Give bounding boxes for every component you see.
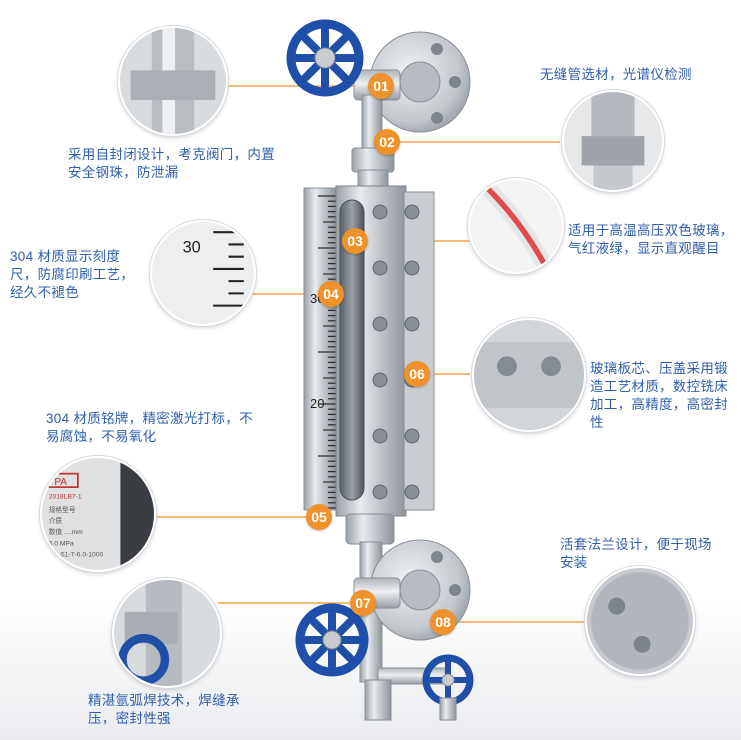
bolt-icon	[404, 204, 420, 220]
caption-02: 无缝管选材，光谱仪检测	[540, 67, 692, 82]
detail-bicolor-glass	[468, 178, 564, 274]
detail-glass-cover	[472, 318, 586, 432]
bolt-icon	[431, 551, 443, 563]
nameplate-row: 数值 ....mm	[49, 527, 83, 536]
bolt-icon	[372, 204, 388, 220]
cover-bolts	[372, 204, 420, 500]
badge-03: 03	[342, 228, 368, 254]
bolt-icon	[404, 428, 420, 444]
scale-mark-low: 20	[310, 396, 324, 411]
detail-loose-flange	[585, 566, 695, 676]
scale-ticks	[318, 195, 336, 509]
thumb-scale-mark: 30	[183, 239, 201, 257]
detail-ball-valve	[118, 26, 228, 136]
bolt-icon	[449, 584, 461, 596]
nameplate-row: 介质	[49, 516, 63, 525]
bolt-icon	[372, 316, 388, 332]
caption-08: 活套法兰设计，便于现场安装	[560, 537, 712, 570]
valve-handwheel-icon	[422, 654, 474, 721]
valve-handwheel-icon	[286, 19, 364, 97]
bolt-icon	[431, 112, 443, 124]
badge-05: 05	[306, 504, 332, 530]
badge-01: 01	[368, 73, 394, 99]
bottom-flange	[369, 539, 471, 641]
bottom-nut	[345, 513, 395, 545]
caption-04: 304 材质显示刻度尺，防腐印刷工艺，经久不褪色	[10, 249, 135, 300]
caption-01: 采用自封闭设计，考克阀门，内置安全钢珠，防泄漏	[68, 147, 275, 180]
nameplate-brand: PA	[54, 477, 67, 488]
bolt-icon	[404, 260, 420, 276]
detail-seamless-pipe	[562, 90, 664, 192]
bolt-icon	[372, 260, 388, 276]
bolt-icon	[372, 484, 388, 500]
detail-argon-weld	[112, 578, 222, 688]
nameplate-row: 6.0 MPa	[49, 540, 74, 547]
glass-window	[339, 199, 365, 501]
bolt-icon	[404, 484, 420, 500]
bolt-icon	[404, 316, 420, 332]
bolt-icon	[449, 76, 461, 88]
caption-06: 玻璃板芯、压盖采用锻造工艺材质，数控铣床加工，高精度，高密封性	[590, 361, 728, 430]
badge-06: 06	[404, 361, 430, 387]
caption-03: 适用于高温高压双色玻璃，气红液绿，显示直观醒目	[568, 223, 734, 256]
bolt-icon	[372, 428, 388, 444]
gauge-side	[403, 191, 435, 511]
caption-05: 304 材质铭牌，精密激光打标，不易腐蚀，不易氧化	[46, 411, 253, 444]
bolt-icon	[431, 43, 443, 55]
badge-08: 08	[430, 609, 456, 635]
badge-07: 07	[350, 590, 376, 616]
nameplate-row: UB-S1-T-6.0-1000	[49, 552, 104, 559]
top-flange	[369, 31, 471, 133]
nameplate-model: 2018LB7-1	[49, 493, 82, 500]
detail-scale-ruler: 30	[150, 220, 256, 326]
badge-02: 02	[374, 129, 400, 155]
bolt-icon	[372, 372, 388, 388]
nameplate-row: 规格型号	[49, 505, 76, 514]
badge-04: 04	[318, 281, 344, 307]
drain-plug	[364, 679, 392, 721]
valve-handwheel-icon	[295, 603, 369, 677]
detail-nameplate: PA 2018LB7-1 规格型号 介质 数值 ....mm 6.0 MPa U…	[40, 456, 156, 572]
caption-07: 精湛氩弧焊技术，焊缝承压，密封性强	[88, 693, 240, 726]
